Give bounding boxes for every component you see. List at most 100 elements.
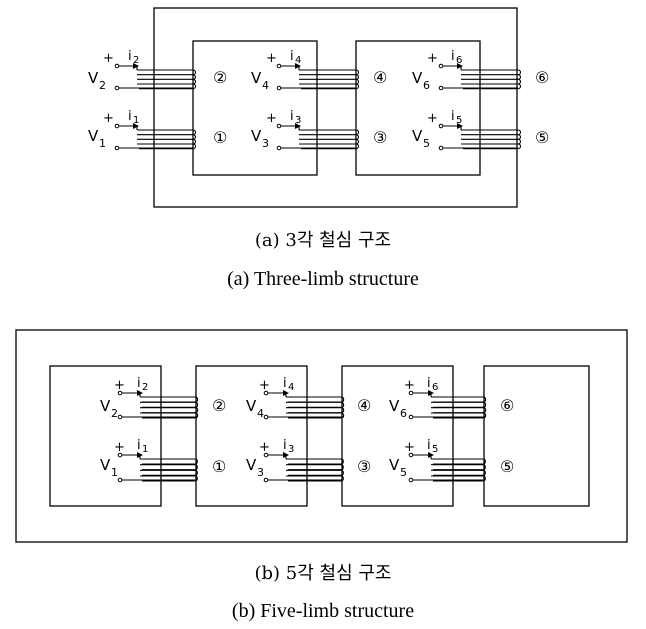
current-arrow bbox=[457, 123, 463, 129]
voltage-subscript: 6 bbox=[400, 407, 407, 420]
voltage-label: V bbox=[412, 69, 423, 87]
current-label: i bbox=[451, 49, 455, 64]
core-window-3 bbox=[341, 365, 454, 507]
coil-turns bbox=[136, 126, 197, 150]
voltage-subscript: 4 bbox=[257, 407, 264, 420]
current-label: i bbox=[427, 438, 431, 453]
terminal-negative bbox=[263, 414, 269, 420]
terminal-positive bbox=[263, 390, 269, 396]
terminal-negative bbox=[276, 85, 282, 91]
current-subscript: 6 bbox=[456, 55, 462, 66]
voltage-subscript: 5 bbox=[423, 137, 430, 150]
terminal-positive bbox=[408, 452, 414, 458]
current-label: i bbox=[451, 109, 455, 124]
current-subscript: 2 bbox=[142, 382, 148, 393]
voltage-subscript: 1 bbox=[111, 466, 118, 479]
current-label: i bbox=[283, 438, 287, 453]
voltage-subscript: 2 bbox=[99, 79, 106, 92]
current-arrow bbox=[457, 63, 463, 69]
voltage-label: V bbox=[251, 127, 262, 145]
terminal-negative bbox=[408, 414, 414, 420]
current-subscript: 4 bbox=[288, 382, 294, 393]
voltage-label: V bbox=[100, 397, 111, 415]
limb-number-label: ③ bbox=[357, 457, 371, 476]
limb-number-label: ④ bbox=[357, 396, 371, 415]
voltage-subscript: 1 bbox=[99, 137, 106, 150]
terminal-positive bbox=[276, 123, 282, 129]
voltage-label: V bbox=[251, 69, 262, 87]
voltage-label: V bbox=[100, 456, 111, 474]
polarity-plus-label: + bbox=[114, 378, 125, 393]
voltage-subscript: 6 bbox=[423, 79, 430, 92]
limb-number-label: ⑥ bbox=[500, 396, 514, 415]
current-arrow bbox=[133, 63, 139, 69]
voltage-label: V bbox=[246, 397, 257, 415]
current-label: i bbox=[427, 376, 431, 391]
polarity-plus-label: + bbox=[259, 378, 270, 393]
coil-turns bbox=[285, 393, 345, 419]
limb-number-label: ① bbox=[212, 457, 226, 476]
terminal-negative bbox=[117, 477, 123, 483]
caption-a-korean: (a) 3각 철심 구조 bbox=[254, 230, 392, 251]
terminal-positive bbox=[114, 123, 120, 129]
voltage-label: V bbox=[246, 456, 257, 474]
outer-core-frame bbox=[153, 7, 518, 208]
terminal-positive bbox=[438, 123, 444, 129]
current-subscript: 3 bbox=[288, 444, 294, 455]
core-window-left bbox=[192, 40, 318, 176]
three-limb-core-diagram bbox=[153, 7, 518, 208]
limb-number-label: ⑤ bbox=[500, 457, 514, 476]
limb-number-label: ③ bbox=[373, 128, 387, 147]
terminal-positive bbox=[408, 390, 414, 396]
limb-number-label: ① bbox=[213, 128, 227, 147]
polarity-plus-label: + bbox=[404, 378, 415, 393]
current-label: i bbox=[283, 376, 287, 391]
coil-turns bbox=[430, 393, 487, 419]
core-window-1 bbox=[49, 365, 162, 507]
coil-turns bbox=[139, 393, 199, 419]
core-window-4 bbox=[483, 365, 590, 507]
coil-turns bbox=[460, 126, 522, 150]
polarity-plus-label: + bbox=[103, 111, 114, 126]
terminal-negative bbox=[114, 85, 120, 91]
terminal-negative bbox=[438, 145, 444, 151]
current-subscript: 1 bbox=[133, 115, 139, 126]
caption-a-english: (a) Three-limb structure bbox=[227, 268, 419, 290]
current-subscript: 4 bbox=[295, 55, 301, 66]
polarity-plus-label: + bbox=[103, 51, 114, 66]
polarity-plus-label: + bbox=[259, 440, 270, 455]
current-subscript: 2 bbox=[133, 55, 139, 66]
voltage-label: V bbox=[389, 456, 400, 474]
voltage-subscript: 5 bbox=[400, 466, 407, 479]
terminal-negative bbox=[114, 145, 120, 151]
terminal-positive bbox=[276, 63, 282, 69]
current-subscript: 3 bbox=[295, 115, 301, 126]
terminal-positive bbox=[263, 452, 269, 458]
limb-number-label: ④ bbox=[373, 68, 387, 87]
polarity-plus-label: + bbox=[114, 440, 125, 455]
coil-turns bbox=[460, 66, 522, 90]
terminal-negative bbox=[408, 477, 414, 483]
current-label: i bbox=[290, 49, 294, 64]
terminal-positive bbox=[117, 390, 123, 396]
core-window-right bbox=[355, 40, 481, 176]
current-arrow bbox=[295, 123, 301, 129]
voltage-subscript: 2 bbox=[111, 407, 118, 420]
polarity-plus-label: + bbox=[427, 51, 438, 66]
terminal-positive bbox=[438, 63, 444, 69]
terminal-negative bbox=[438, 85, 444, 91]
current-arrow bbox=[295, 63, 301, 69]
core-window-2 bbox=[195, 365, 308, 507]
polarity-plus-label: + bbox=[427, 111, 438, 126]
